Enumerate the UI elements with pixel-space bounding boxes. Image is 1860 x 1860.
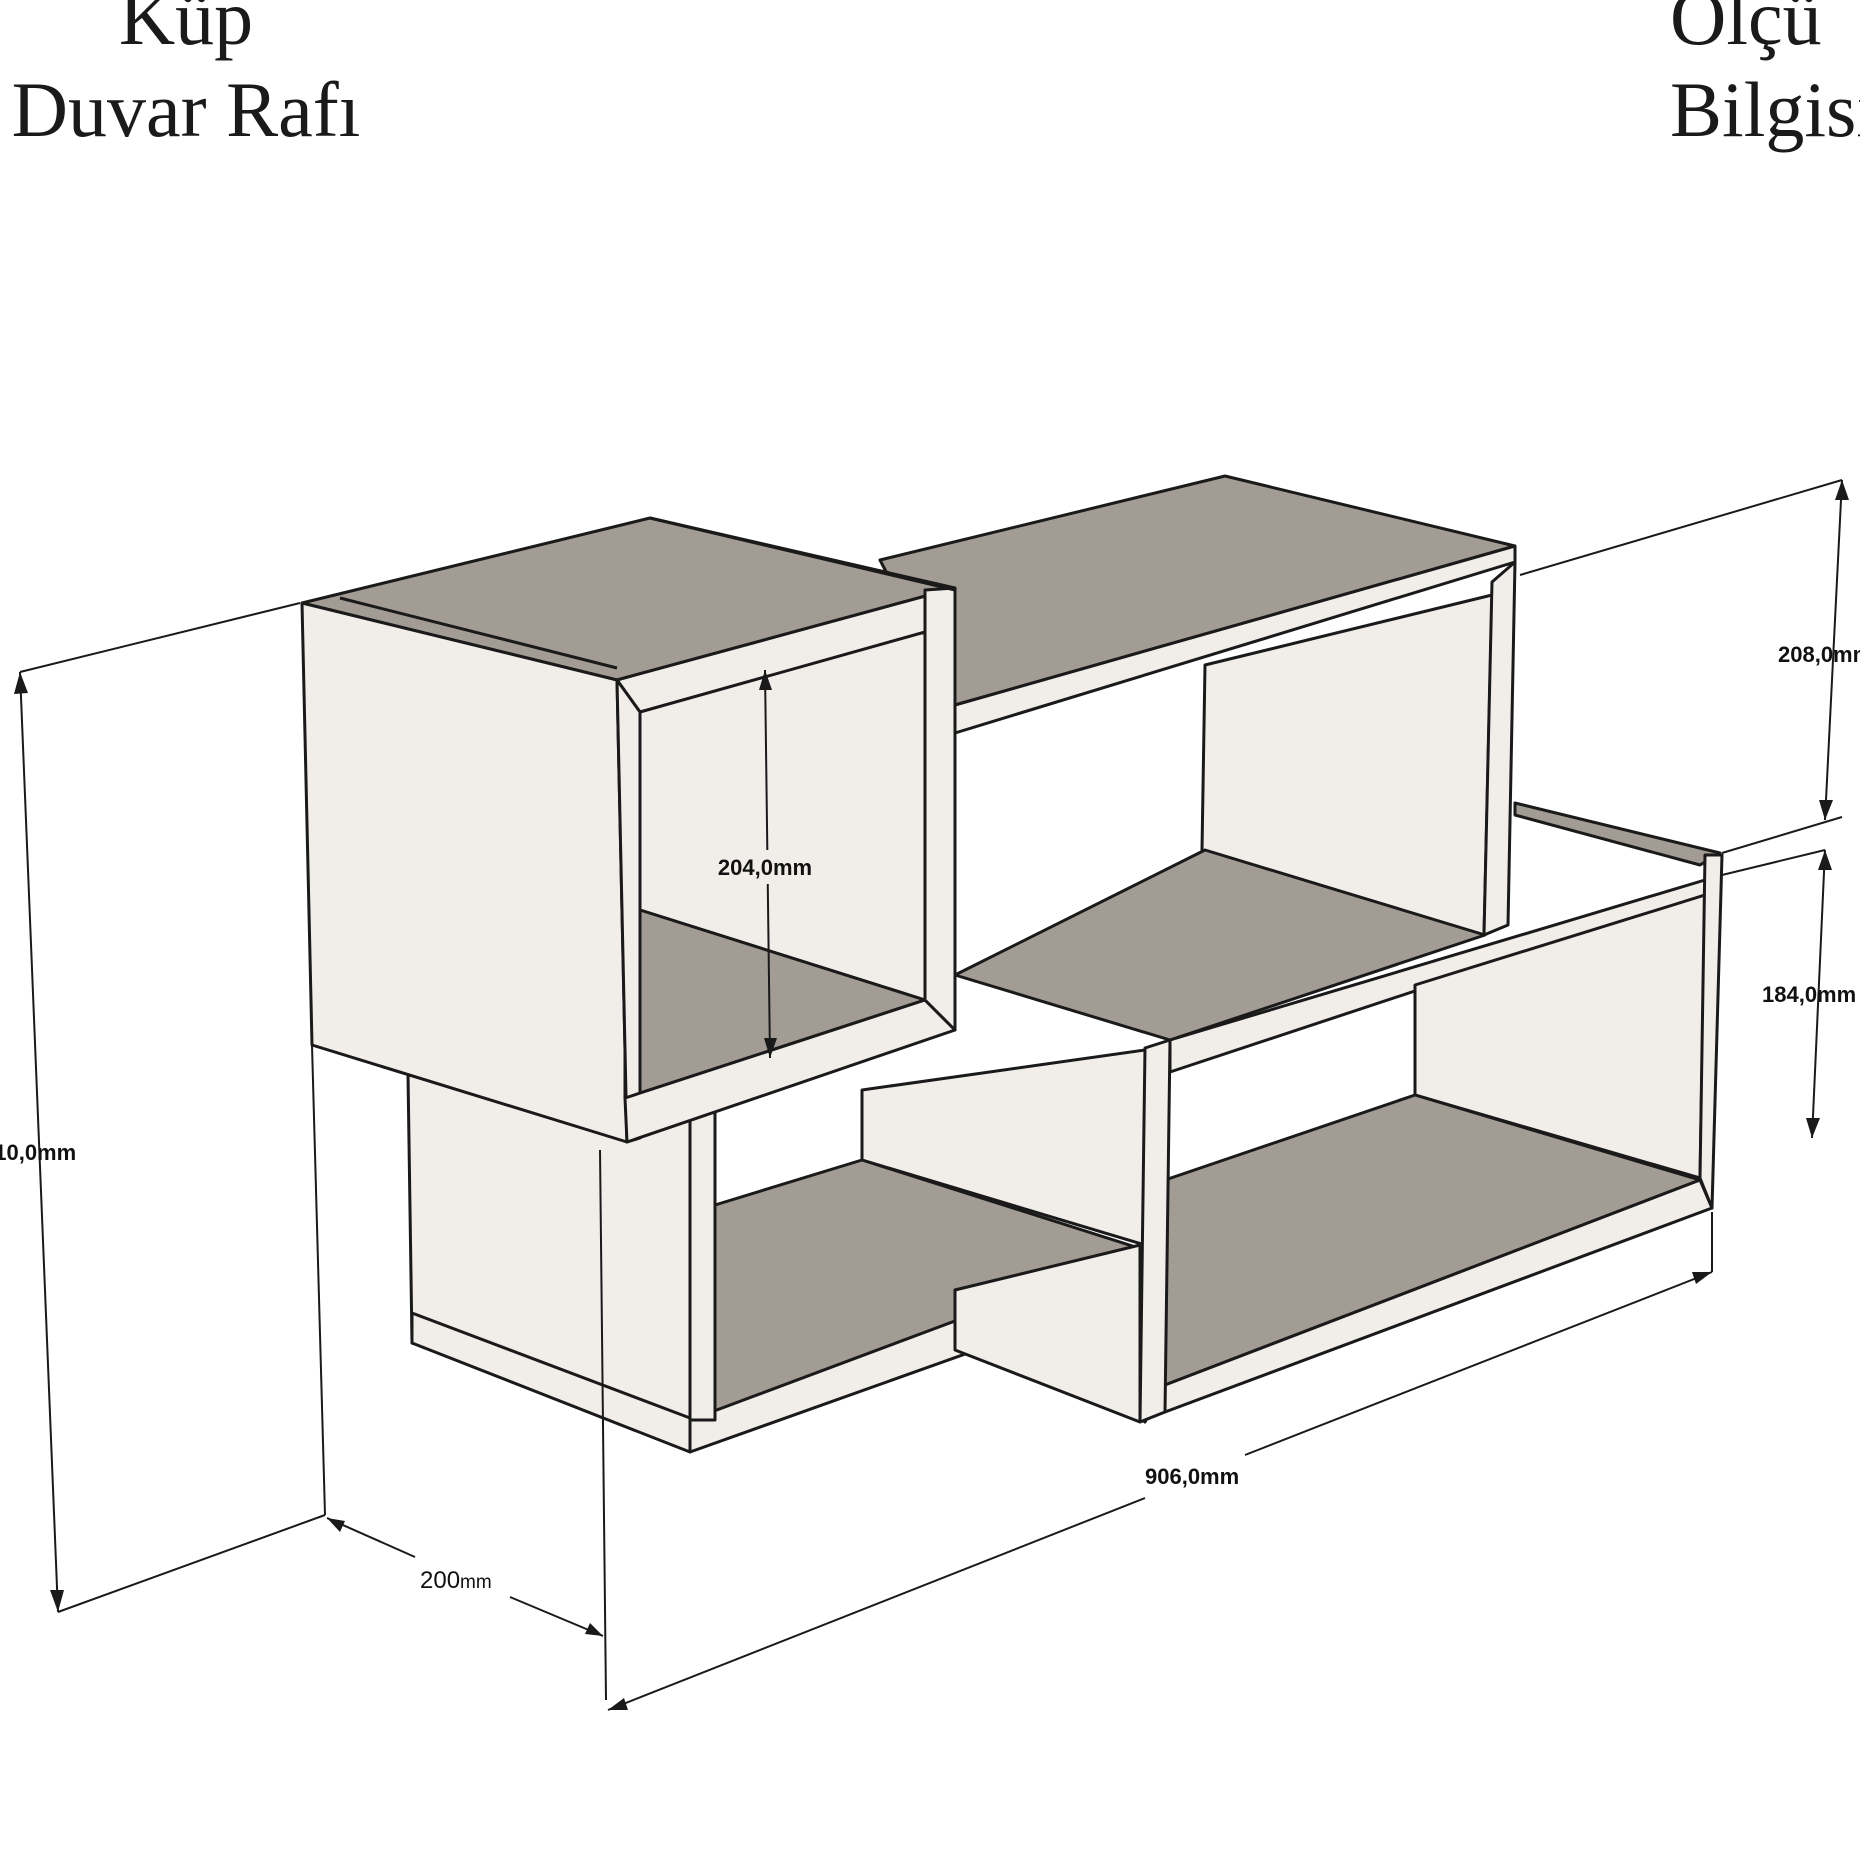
cube-compartment bbox=[300, 516, 957, 1144]
arrow-left-icon bbox=[327, 1518, 345, 1532]
lower-left-divider bbox=[688, 1098, 717, 1422]
cube-height-label-bg bbox=[704, 850, 834, 884]
depth-unit: mm bbox=[460, 1572, 492, 1593]
arrow-right-icon bbox=[1692, 1272, 1712, 1284]
lower-height-dimension-line bbox=[1811, 849, 1826, 1139]
total-height-label: 510,0mm bbox=[0, 1140, 76, 1165]
lower-right-compartment bbox=[953, 801, 1724, 1424]
product-title-line-1: Küp bbox=[118, 0, 254, 61]
upper-height-top-extension bbox=[1519, 479, 1843, 576]
measurement-title-line-2: Bilgisi bbox=[1670, 66, 1860, 153]
measurement-title-line-1: Ölçü bbox=[1670, 0, 1822, 61]
upper-right-side-panel bbox=[1482, 560, 1517, 937]
width-dimension-line-left bbox=[607, 1497, 1146, 1711]
lower-right-side-panel bbox=[1698, 853, 1724, 1210]
right-top-edge-strip bbox=[1513, 801, 1722, 867]
arrow-down-icon bbox=[1819, 800, 1833, 820]
cube-top-inner-line bbox=[339, 596, 618, 670]
product-title-line-2: Duvar Rafı bbox=[11, 66, 361, 153]
cube-inner-height-label: 204,0mm bbox=[718, 855, 812, 880]
depth-value: 200 bbox=[420, 1567, 460, 1594]
depth-left-extension bbox=[311, 1044, 326, 1516]
lower-right-front-left bbox=[953, 1243, 1142, 1424]
total-height-top-extension bbox=[19, 602, 301, 673]
upper-height-bottom-extension bbox=[1721, 816, 1843, 854]
arrow-right-icon bbox=[585, 1623, 603, 1636]
arrow-down-icon bbox=[1806, 1118, 1820, 1138]
upper-height-dimension-line bbox=[1824, 479, 1843, 821]
dimension-lines bbox=[14, 479, 1849, 1711]
lower-right-left-divider bbox=[1138, 1038, 1172, 1424]
width-dimension-line-right bbox=[1244, 1271, 1713, 1456]
arrow-up-icon bbox=[1835, 480, 1849, 500]
measurement-info-title: Ölçü Bilgisi bbox=[1670, 0, 1860, 156]
arrow-up-icon bbox=[14, 672, 28, 694]
upper-right-compartment bbox=[878, 474, 1517, 937]
arrow-up-icon bbox=[759, 670, 772, 690]
upper-right-height-label: 208,0mm bbox=[1778, 642, 1860, 667]
lower-left-compartment bbox=[406, 1048, 1147, 1454]
cube-top-back-line bbox=[649, 516, 956, 592]
middle-shelf-surface bbox=[953, 848, 1487, 1042]
cube-left-side-panel bbox=[300, 601, 629, 1144]
lower-right-height-label: 184,0mm bbox=[1762, 982, 1856, 1007]
arrow-down-icon bbox=[50, 1590, 64, 1612]
product-title: Küp Duvar Rafı bbox=[0, 0, 406, 156]
depth-right-extension bbox=[599, 1149, 607, 1701]
lower-height-top-extension bbox=[1721, 849, 1826, 876]
total-height-bottom-extension bbox=[57, 1514, 326, 1613]
arrow-up-icon bbox=[1818, 850, 1832, 870]
arrow-left-icon bbox=[608, 1698, 628, 1710]
depth-label: 200mm bbox=[420, 1567, 492, 1594]
total-height-dimension-line bbox=[19, 671, 59, 1613]
total-width-label: 906,0mm bbox=[1145, 1464, 1239, 1489]
arrow-down-icon bbox=[764, 1038, 777, 1058]
cube-right-side-panel bbox=[923, 586, 957, 1032]
